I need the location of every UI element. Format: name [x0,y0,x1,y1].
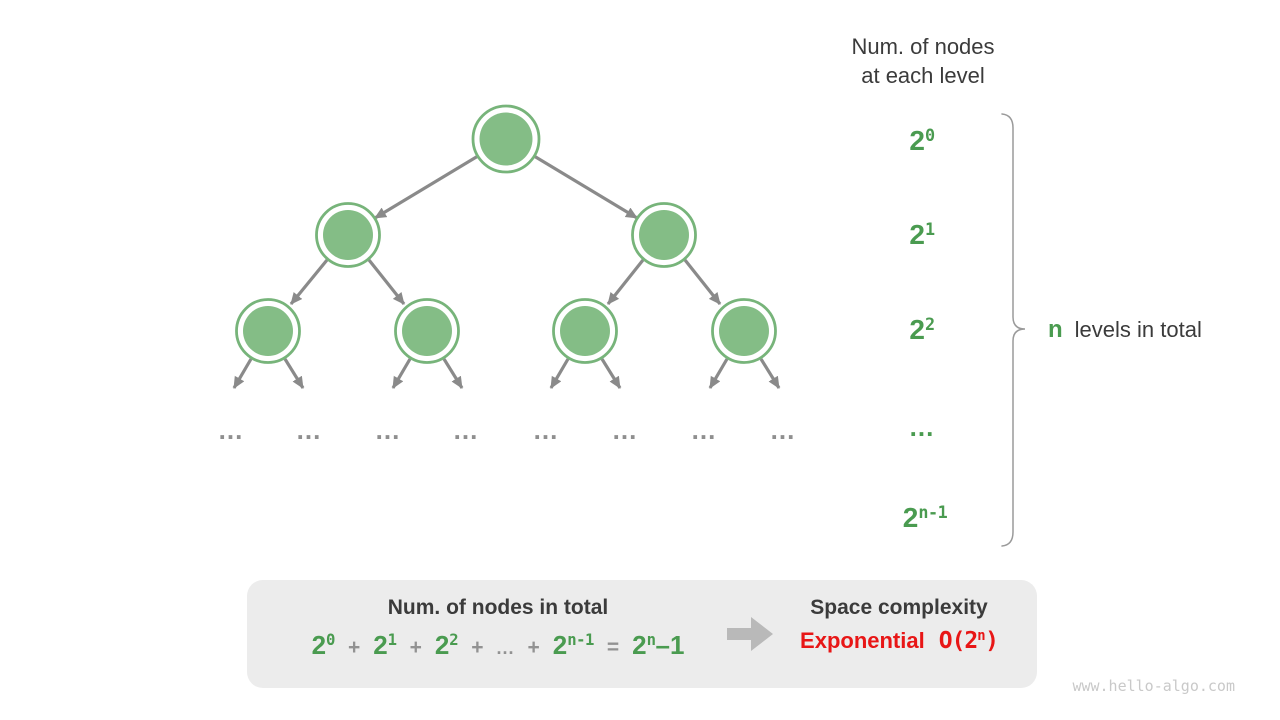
level-label-2-2: 22 [909,313,935,345]
formula-result: 2n–1 [632,630,685,660]
tree-ellipsis-1: ... [218,415,244,445]
tree-ellipsis-6: ... [612,415,638,445]
tree-ellipsis-7: ... [691,415,717,445]
implies-arrow-icon [727,617,773,651]
plus-sign: + [527,636,540,659]
levels-brace [1001,113,1026,547]
tree-ellipsis-8: ... [770,415,796,445]
level-label-2-0-exp: 0 [924,124,935,145]
complexity-word: Exponential [800,628,925,653]
level-label-2-0: 20 [909,124,935,156]
level-label-2-1-exp: 1 [924,218,935,239]
total-nodes-formula: 20 + 21 + 22 + ... + 2n-1 = 2n–1 [288,630,708,661]
plus-sign: + [347,636,361,659]
tree-ellipsis-5: ... [533,415,559,445]
formula-term-2-1: 21 [373,630,397,660]
space-complexity-title: Space complexity [810,596,988,619]
levels-header-line2: at each level [861,63,985,88]
total-nodes-title: Num. of nodes in total [387,596,609,619]
plus-sign: + [409,636,422,659]
levels-header: Num. of nodes at each level [812,32,1034,90]
tree-ellipsis-2: ... [296,415,322,445]
tree-node-l2-2 [394,298,460,364]
summary-box: Num. of nodes in total 20 + 21 + 22 + ..… [247,580,1037,688]
tree-node-l2-3 [552,298,618,364]
tree-node-root [471,104,541,174]
formula-term-2-n-1: 2n-1 [552,630,595,660]
formula-term-2-2: 22 [434,630,459,660]
tree-ellipsis-3: ... [375,415,401,445]
tree-edges-level2 [289,258,722,306]
tree-node-l2-1 [235,298,301,364]
formula-term-2-0: 20 [311,630,336,660]
levels-header-line1: Num. of nodes [851,34,995,59]
level-label-2-n-1: 2n-1 [902,501,948,533]
tree-node-l1-right [631,202,697,268]
brace-label-n: n [1048,316,1063,343]
tree-ellipsis-4: ... [453,415,479,445]
level-label-2-2-exp: 2 [924,313,935,334]
brace-label-text: levels in total [1074,317,1202,342]
brace-label: n levels in total [1048,316,1202,344]
level-label-2-1: 21 [909,218,935,250]
tree-edges-to-ellipsis [232,358,781,389]
plus-sign: + [471,636,484,659]
tree-node-l1-left [315,202,381,268]
level-label-ellipsis: ... [909,412,935,442]
complexity-big-o: O(2n) [938,628,999,654]
level-label-2-n-1-exp: n-1 [918,501,948,522]
formula-ellipsis: ... [496,638,515,658]
watermark: www.hello-algo.com [1072,677,1235,695]
complexity-value: Exponential O(2n) [739,628,1059,654]
tree-edges-level1 [374,154,638,220]
equals-sign: = [606,636,620,659]
tree-node-l2-4 [711,298,777,364]
